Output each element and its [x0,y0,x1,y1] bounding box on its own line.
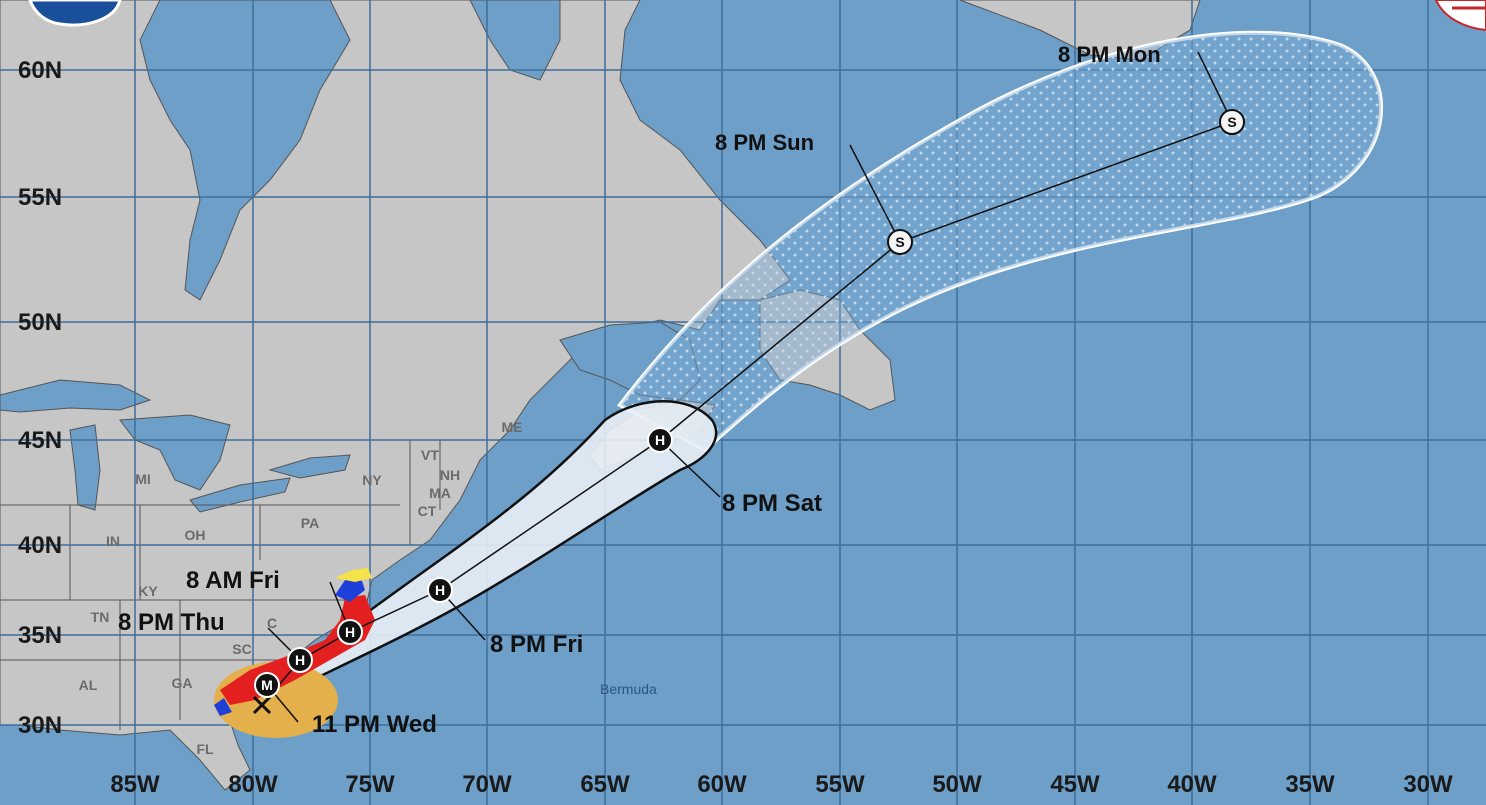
forecast-marker [427,577,453,603]
tropical-storm-warning-south [214,698,232,716]
longitude-label: 50W [932,771,982,798]
state-label: IN [106,533,120,549]
noaa-logo-icon [28,0,122,27]
forecast-cone-days-1-3 [256,400,718,707]
latitude-label: 45N [18,427,62,454]
latitude-label: 40N [18,532,62,559]
forecast-point-labels: 11 PM Wed 8 PM Thu 8 AM Fri 8 PM Fri 8 PM Sa… [118,42,1161,738]
forecast-marker [647,427,673,453]
hudson-bay [139,0,351,301]
bermuda-label: Bermuda [600,681,657,697]
forecast-marker-symbol: M [261,677,273,693]
forecast-time-label: 8 PM Mon [1058,42,1161,67]
state-label: MI [135,471,151,487]
forecast-marker-symbol: S [895,234,904,250]
longitude-label: 75W [345,771,395,798]
forecast-marker [287,647,313,673]
longitude-label: 30W [1403,771,1453,798]
latitude-label: 55N [18,184,62,211]
latitude-label: 35N [18,622,62,649]
tropical-storm-warning-north [335,575,365,602]
forecast-time-label: 8 PM Sat [722,490,822,517]
forecast-time-label: 11 PM Wed [312,711,437,738]
state-label: PA [301,515,319,531]
longitude-label: 40W [1167,771,1217,798]
forecast-marker-symbol: H [295,652,305,668]
forecast-time-label: 8 PM Fri [490,631,583,658]
state-label: C [267,615,277,631]
state-label: GA [172,675,193,691]
forecast-marker-symbol: H [345,624,355,640]
state-label: SC [232,641,251,657]
state-label: MA [429,485,451,501]
forecast-marker [254,672,280,698]
forecast-marker-symbol: S [1227,114,1236,130]
longitude-label: 60W [697,771,747,798]
leader-line [849,144,901,243]
state-label: NH [440,467,460,483]
lake-huron [119,414,231,491]
hurricane-h-icon: H [337,619,363,645]
state-label: TN [91,609,110,625]
lake-erie [189,477,291,513]
ungava-bay [469,0,561,81]
leader-line [659,439,721,498]
forecast-time-label: 8 PM Sun [715,130,814,155]
state-label: NY [362,472,382,488]
forecast-marker-symbol: H [435,582,445,598]
forecast-marker [887,229,913,255]
state-label: AL [79,677,98,693]
lake-ontario [268,454,351,479]
storm-symbol-s-icon: S [1219,109,1245,135]
state-label: KY [138,583,158,599]
axis-labels: 85W 80W 75W 70W 65W 60W 55W 50W 45W 40W 35W 30W 60N 5… [18,57,1453,798]
forecast-marker [1219,109,1245,135]
longitude-label: 45W [1050,771,1100,798]
state-borders [0,440,441,730]
major-hurricane-m-icon: M [254,672,280,698]
state-label: ME [502,419,523,435]
watch-north [335,568,372,582]
forecast-time-label: 8 AM Fri [186,567,280,594]
hurricane-h-icon: H [287,647,313,673]
longitude-label: 65W [580,771,630,798]
longitude-label: 35W [1285,771,1335,798]
latitude-label: 30N [18,712,62,739]
hurricane-h-icon: H [427,577,453,603]
state-label: FL [196,741,214,757]
forecast-time-label: 8 PM Thu [118,609,225,636]
current-position-x-icon [252,695,272,715]
state-label: OH [185,527,206,543]
state-label: CT [418,503,437,519]
latitude-label: 60N [18,57,62,84]
forecast-marker [337,619,363,645]
lake-superior [0,379,152,413]
hurricane-h-icon: H [647,427,673,453]
longitude-label: 85W [110,771,160,798]
storm-symbol-s-icon: S [887,229,913,255]
longitude-label: 80W [228,771,278,798]
latitude-label: 50N [18,309,62,336]
forecast-markers: M H H H H S S [254,109,1245,698]
longitude-label: 55W [815,771,865,798]
forecast-marker-symbol: H [655,432,665,448]
longitude-label: 70W [462,771,512,798]
state-label: VT [421,447,439,463]
lake-michigan [69,424,101,511]
